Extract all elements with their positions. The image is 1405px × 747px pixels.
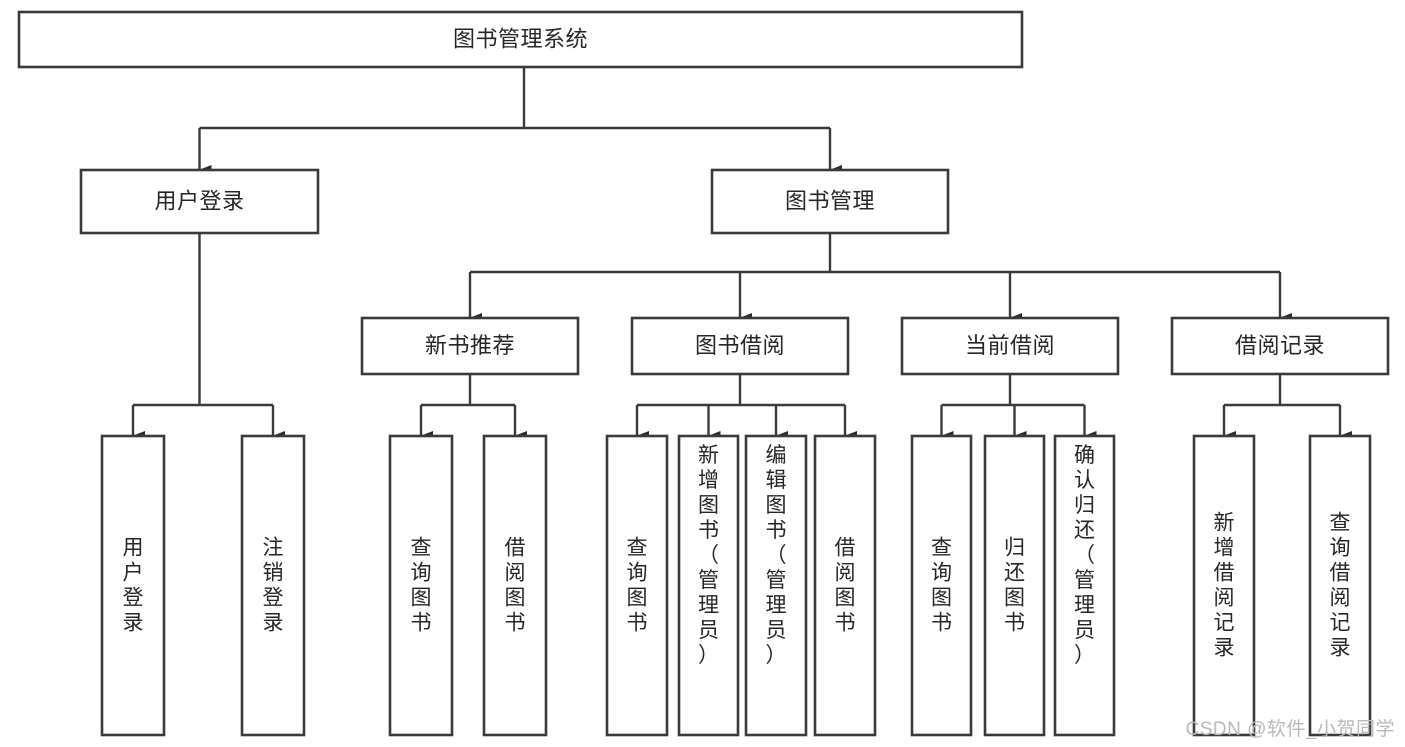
- node-label: 图书管理: [785, 188, 875, 213]
- node-book-manage[interactable]: 图书管理: [710, 168, 950, 235]
- node-label: 新增借阅记录: [1214, 512, 1235, 660]
- node-leaf-return-book[interactable]: 归还图书: [983, 434, 1046, 737]
- node-label: 借阅记录: [1235, 333, 1325, 358]
- node-leaf-user-login[interactable]: 用户登录: [100, 434, 166, 737]
- node-leaf-edit-book[interactable]: 编辑图书（管理员）: [744, 434, 808, 737]
- node-label: 查询图书: [931, 537, 952, 635]
- node-box: [1170, 316, 1390, 376]
- node-label: 归还图书: [1004, 537, 1025, 635]
- node-label: 新增图书（管理员）: [698, 444, 719, 667]
- node-box: [910, 434, 973, 737]
- node-label: 图书借阅: [695, 333, 785, 358]
- node-current-borrow[interactable]: 当前借阅: [900, 316, 1120, 376]
- node-leaf-add-record[interactable]: 新增借阅记录: [1192, 434, 1256, 737]
- node-leaf-query-book-borrow[interactable]: 查询图书: [605, 434, 669, 737]
- node-leaf-borrow-book[interactable]: 借阅图书: [813, 434, 877, 737]
- node-box: [1053, 434, 1116, 737]
- node-new-book-recommend[interactable]: 新书推荐: [360, 316, 580, 376]
- node-label: 用户登录: [123, 537, 144, 635]
- connector-layer: [131, 67, 1353, 442]
- node-box: [1192, 434, 1256, 737]
- node-leaf-query-book-cur[interactable]: 查询图书: [910, 434, 973, 737]
- node-box: [677, 434, 740, 737]
- node-layer: 图书管理系统用户登录图书管理新书推荐图书借阅当前借阅借阅记录用户登录注销登录查询…: [17, 10, 1390, 737]
- node-box: [710, 168, 950, 235]
- node-label: 注销登录: [263, 537, 284, 635]
- node-box: [630, 316, 850, 376]
- node-box: [240, 434, 306, 737]
- node-box: [744, 434, 808, 737]
- node-label: 借阅图书: [835, 537, 856, 635]
- node-label: 用户登录: [154, 188, 244, 213]
- node-leaf-logout[interactable]: 注销登录: [240, 434, 306, 737]
- node-user-login[interactable]: 用户登录: [79, 168, 320, 235]
- node-box: [100, 434, 166, 737]
- node-label: 编辑图书（管理员）: [766, 444, 787, 667]
- node-borrow-record[interactable]: 借阅记录: [1170, 316, 1390, 376]
- node-box: [360, 316, 580, 376]
- node-leaf-borrow-book-rec[interactable]: 借阅图书: [482, 434, 548, 737]
- node-book-borrow[interactable]: 图书借阅: [630, 316, 850, 376]
- node-label: 图书管理系统: [453, 26, 588, 51]
- node-leaf-confirm-return[interactable]: 确认归还（管理员）: [1053, 434, 1116, 737]
- node-box: [605, 434, 669, 737]
- node-label: 查询图书: [411, 537, 432, 635]
- node-box: [1308, 434, 1372, 737]
- node-box: [17, 10, 1024, 69]
- node-box: [813, 434, 877, 737]
- node-leaf-query-book-rec[interactable]: 查询图书: [388, 434, 454, 737]
- node-label: 确认归还（管理员）: [1074, 444, 1095, 667]
- node-box: [79, 168, 320, 235]
- node-label: 新书推荐: [425, 333, 515, 358]
- node-box: [388, 434, 454, 737]
- node-box: [900, 316, 1120, 376]
- node-label: 借阅图书: [505, 537, 526, 635]
- node-label: 当前借阅: [965, 333, 1055, 358]
- node-box: [983, 434, 1046, 737]
- node-label: 查询借阅记录: [1330, 512, 1351, 660]
- node-leaf-query-record[interactable]: 查询借阅记录: [1308, 434, 1372, 737]
- node-box: [482, 434, 548, 737]
- node-leaf-add-book[interactable]: 新增图书（管理员）: [677, 434, 740, 737]
- node-root[interactable]: 图书管理系统: [17, 10, 1024, 69]
- node-label: 查询图书: [627, 537, 648, 635]
